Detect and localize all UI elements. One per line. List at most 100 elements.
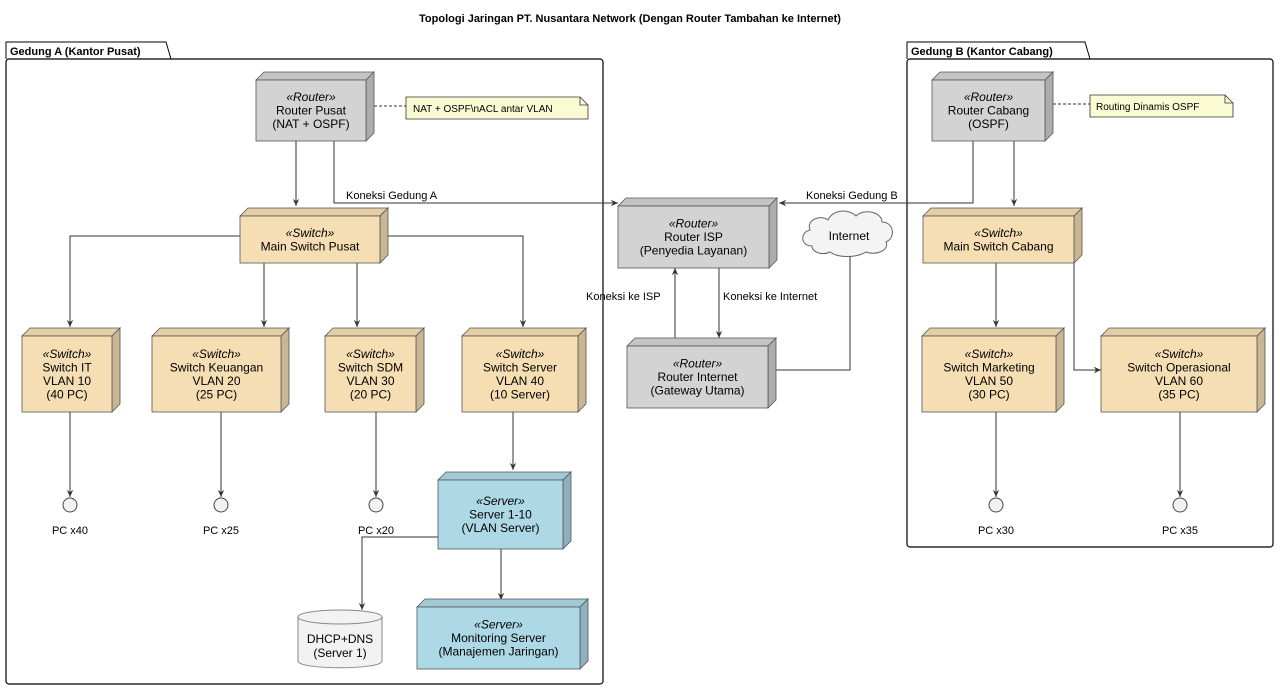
internet-cloud-icon: Internet xyxy=(802,210,893,257)
node-label-switch-it-3: (40 PC) xyxy=(46,387,87,401)
node-router-isp: «Router»Router ISP(Penyedia Layanan) xyxy=(617,197,778,269)
node-label-switch-operasional-1: Switch Operasional xyxy=(1127,360,1230,374)
node-label-switch-it-2: VLAN 10 xyxy=(43,374,91,388)
internet-cloud-label: Internet xyxy=(829,229,870,243)
edge-internet-to-router-internet xyxy=(768,252,851,374)
node-label-switch-keuangan-1: Switch Keuangan xyxy=(170,360,263,374)
node-label-main-switch-pusat-1: Main Switch Pusat xyxy=(261,239,360,253)
node-label-switch-sdm-2: VLAN 30 xyxy=(346,374,394,388)
node-label-switch-marketing-2: VLAN 50 xyxy=(965,374,1013,388)
node-stereotype-switch-operasional: «Switch» xyxy=(1155,347,1204,361)
pc-endpoint-icon xyxy=(988,497,1004,513)
node-label-switch-server-1: Switch Server xyxy=(483,360,557,374)
edge-main-switch-to-switch-it xyxy=(66,235,240,327)
package-gedung-a-label: Gedung A (Kantor Pusat) xyxy=(10,46,141,58)
pc-sdm-endpoint: PC x20 xyxy=(358,497,394,537)
edge-label-koneksi-gedung-b: Koneksi Gedung B xyxy=(806,190,898,202)
pc-endpoint-icon xyxy=(62,497,78,513)
node-stereotype-router-pusat: «Router» xyxy=(286,90,336,104)
node-label-switch-server-3: (10 Server) xyxy=(490,387,550,401)
pc-layer: PC x40 PC x25 PC x20 PC x30 PC x35 xyxy=(52,497,1198,537)
edge-label-koneksi-ke-internet: Koneksi ke Internet xyxy=(723,291,817,303)
edge-router-pusat-to-router-isp xyxy=(333,141,618,207)
node-label-switch-operasional-2: VLAN 60 xyxy=(1155,374,1203,388)
node-stereotype-router-isp: «Router» xyxy=(669,217,719,231)
diagram-title: Topologi Jaringan PT. Nusantara Network … xyxy=(419,13,841,25)
pc-keuangan-endpoint: PC x25 xyxy=(203,497,239,537)
edge-main-switch-cabang-to-operasional xyxy=(1073,263,1101,374)
node-label-monitoring-server-2: (Manajemen Jaringan) xyxy=(438,645,558,659)
pc-endpoint-icon xyxy=(213,497,229,513)
package-gedung-b-label: Gedung B (Kantor Cabang) xyxy=(911,46,1053,58)
edge-router-cabang-to-router-isp xyxy=(779,141,974,207)
package-gedung-b: Gedung B (Kantor Cabang) xyxy=(906,41,1274,548)
node-router-cabang: «Router»Router Cabang(OSPF) xyxy=(931,71,1054,142)
node-label-router-pusat-2: (NAT + OSPF) xyxy=(272,117,349,131)
node-stereotype-switch-keuangan: «Switch» xyxy=(192,347,241,361)
node-server-1-10: «Server»Server 1-10(VLAN Server) xyxy=(437,471,572,550)
node-label-switch-keuangan-2: VLAN 20 xyxy=(192,374,240,388)
node-label-switch-operasional-3: (35 PC) xyxy=(1158,387,1199,401)
edges xyxy=(66,103,1184,610)
pc-operasional-label: PC x35 xyxy=(1162,525,1198,537)
node-label-switch-keuangan-3: (25 PC) xyxy=(196,387,237,401)
pc-it-endpoint: PC x40 xyxy=(52,497,88,537)
note-router-pusat: NAT + OSPF\nACL antar VLAN xyxy=(405,96,589,120)
note-router-cabang: Routing Dinamis OSPF xyxy=(1089,94,1234,118)
node-label-router-cabang-1: Router Cabang xyxy=(948,104,1029,118)
node-router-internet: «Router»Router Internet(Gateway Utama) xyxy=(626,337,777,409)
pc-operasional-endpoint: PC x35 xyxy=(1162,497,1198,537)
pc-marketing-endpoint: PC x30 xyxy=(978,497,1014,537)
pc-marketing-label: PC x30 xyxy=(978,525,1014,537)
node-label-switch-sdm-3: (20 PC) xyxy=(350,387,391,401)
node-label-monitoring-server-1: Monitoring Server xyxy=(451,631,546,645)
node-label-router-internet-2: (Gateway Utama) xyxy=(650,384,744,398)
node-stereotype-main-switch-pusat: «Switch» xyxy=(286,226,335,240)
node-label-switch-sdm-1: Switch SDM xyxy=(338,360,403,374)
note-router-pusat-text: NAT + OSPF\nACL antar VLAN xyxy=(413,104,553,115)
node-router-pusat: «Router»Router Pusat(NAT + OSPF) xyxy=(255,71,375,142)
node-layer: «Router»Router Pusat(NAT + OSPF)«Switch»… xyxy=(21,71,1266,670)
node-stereotype-switch-it: «Switch» xyxy=(43,347,92,361)
node-stereotype-monitoring-server: «Server» xyxy=(474,618,523,632)
node-main-switch-pusat: «Switch»Main Switch Pusat xyxy=(239,207,389,264)
node-label-router-internet-1: Router Internet xyxy=(657,370,738,384)
node-label-server-1-10-2: (VLAN Server) xyxy=(461,521,539,535)
node-label-router-pusat-1: Router Pusat xyxy=(276,104,347,118)
pc-endpoint-icon xyxy=(368,497,384,513)
node-label-switch-marketing-1: Switch Marketing xyxy=(943,360,1034,374)
node-stereotype-switch-server: «Switch» xyxy=(496,347,545,361)
database-label-line-2: (Server 1) xyxy=(313,646,366,660)
node-stereotype-switch-marketing: «Switch» xyxy=(965,347,1014,361)
node-stereotype-router-cabang: «Router» xyxy=(964,90,1014,104)
node-label-switch-it-1: Switch IT xyxy=(42,360,92,374)
database-label-line-1: DHCP+DNS xyxy=(307,632,373,646)
node-label-router-isp-1: Router ISP xyxy=(664,230,723,244)
edge-label-koneksi-gedung-a: Koneksi Gedung A xyxy=(346,190,438,202)
node-label-server-1-10-1: Server 1-10 xyxy=(469,508,532,522)
node-stereotype-main-switch-cabang: «Switch» xyxy=(974,226,1023,240)
package-gedung-a: Gedung A (Kantor Pusat) xyxy=(5,41,604,685)
node-label-switch-server-2: VLAN 40 xyxy=(496,374,544,388)
database-dhcp-dns: DHCP+DNS (Server 1) xyxy=(297,609,383,669)
node-label-switch-marketing-3: (30 PC) xyxy=(968,387,1009,401)
node-stereotype-server-1-10: «Server» xyxy=(476,494,525,508)
node-stereotype-switch-sdm: «Switch» xyxy=(346,347,395,361)
edge-main-switch-to-switch-server xyxy=(388,235,527,327)
node-stereotype-router-internet: «Router» xyxy=(673,357,723,371)
pc-sdm-label: PC x20 xyxy=(358,525,394,537)
pc-keuangan-label: PC x25 xyxy=(203,525,239,537)
node-label-router-cabang-2: (OSPF) xyxy=(968,117,1009,131)
pc-it-label: PC x40 xyxy=(52,525,88,537)
node-label-router-isp-2: (Penyedia Layanan) xyxy=(640,244,747,258)
note-router-cabang-text: Routing Dinamis OSPF xyxy=(1096,102,1199,113)
node-main-switch-cabang: «Switch»Main Switch Cabang xyxy=(922,207,1083,264)
edge-server-to-dhcp-dns xyxy=(358,536,438,610)
